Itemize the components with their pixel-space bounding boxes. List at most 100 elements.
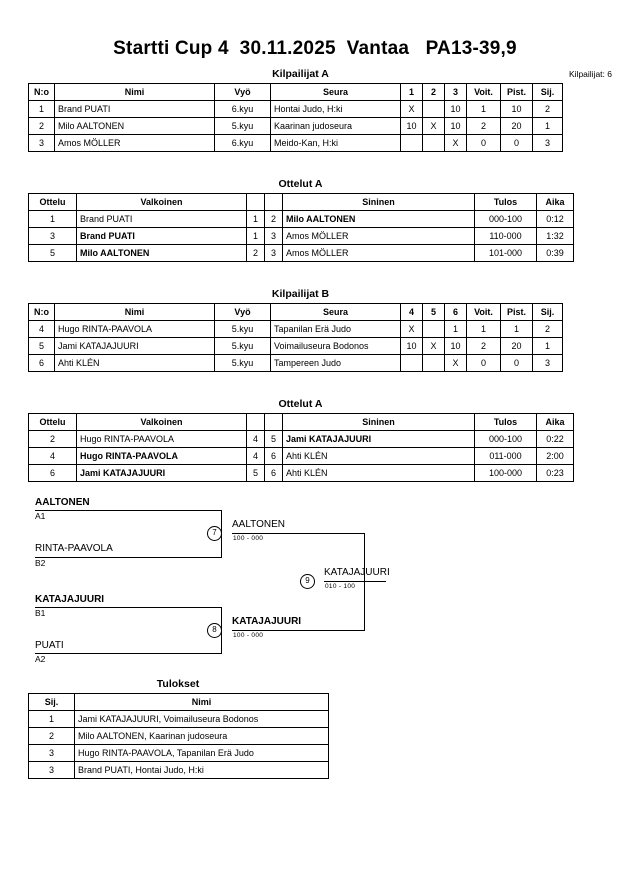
cell-no: 3 — [28, 134, 55, 152]
cell-m1 — [400, 134, 423, 152]
cell-m1: X — [400, 100, 423, 118]
cell-points: 20 — [500, 117, 533, 135]
col-name: Nimi — [54, 303, 215, 321]
cell-m3: X — [444, 134, 467, 152]
cell-name: Ahti KLÉN — [54, 354, 215, 372]
cell-belt: 6.kyu — [214, 134, 271, 152]
tournament-bracket: AALTONEN A1 RINTA-PAAVOLA B2 7 AALTONEN … — [0, 495, 630, 670]
table-header-row: Ottelu Valkoinen Sininen Tulos Aika — [28, 193, 574, 211]
cell-points: 20 — [500, 337, 533, 355]
cell-wins: 0 — [466, 134, 501, 152]
cell-rank: 2 — [28, 727, 75, 745]
col-rank: Sij. — [532, 83, 563, 101]
col-wins: Voit. — [466, 83, 501, 101]
cell-white: Hugo RINTA-PAAVOLA — [76, 430, 247, 448]
cell-name: Jami KATAJAJUURI — [54, 337, 215, 355]
cell-m1: 10 — [400, 337, 423, 355]
col-blue-no — [264, 413, 283, 431]
col-time: Aika — [536, 193, 574, 211]
cell-belt: 5.kyu — [214, 117, 271, 135]
table-row: 1 Jami KATAJAJUURI, Voimailuseura Bodono… — [28, 710, 329, 728]
cell-match: 2 — [28, 430, 77, 448]
cell-rank: 3 — [28, 744, 75, 762]
cell-wins: 2 — [466, 337, 501, 355]
table-header-row: Sij. Nimi — [28, 693, 329, 711]
bracket-seed-name-2: RINTA-PAAVOLA — [35, 543, 113, 554]
bracket-sf1-score: 100 - 000 — [233, 535, 264, 542]
cell-white: Milo AALTONEN — [76, 244, 247, 262]
bracket-sf1-winner: AALTONEN — [232, 519, 285, 530]
cell-white-no: 2 — [246, 244, 265, 262]
bracket-seed-line-4 — [35, 653, 222, 655]
table-row: 5 Milo AALTONEN 2 3 Amos MÖLLER 101-000 … — [28, 244, 574, 262]
table-row: 2 Hugo RINTA-PAAVOLA 4 5 Jami KATAJAJUUR… — [28, 430, 574, 448]
col-no: N:o — [28, 303, 55, 321]
cell-blue-no: 3 — [264, 244, 283, 262]
cell-name: Milo AALTONEN, Kaarinan judoseura — [74, 727, 329, 745]
pool-b-table: N:o Nimi Vyö Seura 4 5 6 Voit. Pist. Sij… — [28, 303, 563, 372]
table-row: 6 Jami KATAJAJUURI 5 6 Ahti KLÉN 100-000… — [28, 464, 574, 482]
cell-blue: Jami KATAJAJUURI — [282, 430, 475, 448]
cell-time: 1:32 — [536, 227, 574, 245]
cell-white: Hugo RINTA-PAAVOLA — [76, 447, 247, 465]
cell-no: 5 — [28, 337, 55, 355]
pool-b-section: Kilpailijat B N:o Nimi Vyö Seura 4 5 6 V… — [28, 288, 573, 372]
cell-name: Brand PUATI — [54, 100, 215, 118]
pool-a-section: Kilpailijat A N:o Nimi Vyö Seura 1 2 3 V… — [28, 68, 573, 152]
col-white-no — [246, 193, 265, 211]
cell-blue-no: 6 — [264, 464, 283, 482]
table-row: 3 Brand PUATI, Hontai Judo, H:ki — [28, 761, 329, 779]
cell-time: 0:39 — [536, 244, 574, 262]
cell-rank: 1 — [28, 710, 75, 728]
col-match: Ottelu — [28, 193, 77, 211]
col-m2: 2 — [422, 83, 445, 101]
cell-white: Brand PUATI — [76, 227, 247, 245]
col-name: Nimi — [74, 693, 329, 711]
col-wins: Voit. — [466, 303, 501, 321]
cell-no: 1 — [28, 100, 55, 118]
page-title: Startti Cup 4 30.11.2025 Vantaa PA13-39,… — [113, 38, 517, 59]
col-blue-no — [264, 193, 283, 211]
cell-points: 1 — [500, 320, 533, 338]
cell-blue-no: 5 — [264, 430, 283, 448]
table-row: 4 Hugo RINTA-PAAVOLA 4 6 Ahti KLÉN 011-0… — [28, 447, 574, 465]
cell-result: 110-000 — [474, 227, 537, 245]
cell-blue: Amos MÖLLER — [282, 227, 475, 245]
col-points: Pist. — [500, 303, 533, 321]
cell-white: Jami KATAJAJUURI — [76, 464, 247, 482]
cell-m2: X — [422, 117, 445, 135]
cell-result: 011-000 — [474, 447, 537, 465]
cell-m3: 10 — [444, 100, 467, 118]
cell-m2 — [422, 320, 445, 338]
cell-m2: X — [422, 337, 445, 355]
bracket-sf2-line — [232, 630, 365, 632]
cell-blue-no: 6 — [264, 447, 283, 465]
cell-belt: 5.kyu — [214, 320, 271, 338]
cell-m3: 10 — [444, 337, 467, 355]
cell-m3: X — [444, 354, 467, 372]
cell-match: 1 — [28, 210, 77, 228]
cell-time: 0:12 — [536, 210, 574, 228]
cell-m1: X — [400, 320, 423, 338]
matches-a-caption: Ottelut A — [278, 178, 323, 190]
cell-belt: 5.kyu — [214, 354, 271, 372]
cell-rank: 3 — [532, 134, 563, 152]
col-result: Tulos — [474, 193, 537, 211]
col-white-no — [246, 413, 265, 431]
matches-b-table: Ottelu Valkoinen Sininen Tulos Aika 2 Hu… — [28, 413, 574, 482]
col-club: Seura — [270, 83, 401, 101]
cell-white-no: 1 — [246, 210, 265, 228]
cell-club: Tapanilan Erä Judo — [270, 320, 401, 338]
competitor-count-label: Kilpailijat: 6 — [569, 69, 612, 79]
cell-time: 0:22 — [536, 430, 574, 448]
bracket-seed-code-2: B2 — [35, 558, 46, 568]
bracket-seed-name-1: AALTONEN — [35, 497, 90, 508]
cell-wins: 1 — [466, 320, 501, 338]
cell-m2 — [422, 354, 445, 372]
table-row: 4 Hugo RINTA-PAAVOLA 5.kyu Tapanilan Erä… — [28, 320, 563, 338]
cell-m1: 10 — [400, 117, 423, 135]
cell-time: 0:23 — [536, 464, 574, 482]
cell-white: Brand PUATI — [76, 210, 247, 228]
cell-belt: 6.kyu — [214, 100, 271, 118]
matches-a-section: Ottelut A Ottelu Valkoinen Sininen Tulos… — [28, 178, 574, 262]
